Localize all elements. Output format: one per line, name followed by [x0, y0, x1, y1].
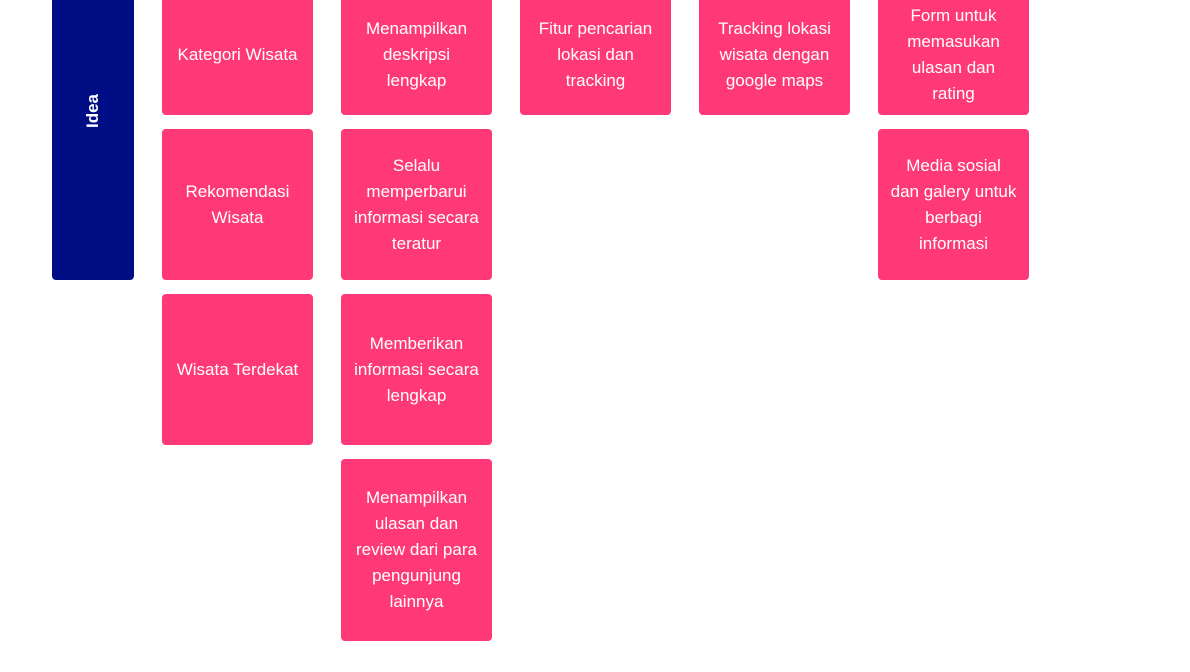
note-text: Menampilkan ulasan dan review dari para …: [356, 488, 477, 611]
sticky-note-wisata-terdekat[interactable]: Wisata Terdekat: [162, 294, 313, 445]
note-text: Wisata Terdekat: [176, 359, 299, 379]
sticky-note-form-ulasan[interactable]: Form untuk memasukan ulasan dan rating: [878, 0, 1029, 115]
note-text: Memberikan informasi secara lengkap: [354, 333, 479, 405]
note-text: Menampilkan deskripsi lengkap: [365, 18, 468, 90]
sticky-note-memperbarui-informasi[interactable]: Selalu memperbarui informasi secara tera…: [341, 129, 492, 280]
sticky-note-rekomendasi-wisata[interactable]: Rekomendasi Wisata: [162, 129, 313, 280]
note-text: Kategori Wisata: [177, 44, 298, 64]
sticky-note-tracking-lokasi[interactable]: Tracking lokasi wisata dengan google map…: [699, 0, 850, 115]
sticky-note-ulasan-review[interactable]: Menampilkan ulasan dan review dari para …: [341, 459, 492, 641]
sticky-note-deskripsi-lengkap[interactable]: Menampilkan deskripsi lengkap: [341, 0, 492, 115]
sticky-note-informasi-lengkap[interactable]: Memberikan informasi secara lengkap: [341, 294, 492, 445]
row-label-idea: Idea: [52, 0, 134, 280]
note-text: Rekomendasi Wisata: [185, 181, 290, 227]
sticky-note-media-sosial[interactable]: Media sosial dan galery untuk berbagi in…: [878, 129, 1029, 280]
note-text: Fitur pencarian lokasi dan tracking: [538, 18, 653, 90]
row-label-text: Idea: [83, 93, 102, 129]
note-text: Media sosial dan galery untuk berbagi in…: [890, 155, 1017, 253]
note-text: Selalu memperbarui informasi secara tera…: [354, 155, 479, 253]
sticky-note-fitur-pencarian[interactable]: Fitur pencarian lokasi dan tracking: [520, 0, 671, 115]
sticky-note-kategori-wisata[interactable]: Kategori Wisata: [162, 0, 313, 115]
note-text: Form untuk memasukan ulasan dan rating: [907, 5, 1000, 103]
note-text: Tracking lokasi wisata dengan google map…: [718, 18, 831, 90]
